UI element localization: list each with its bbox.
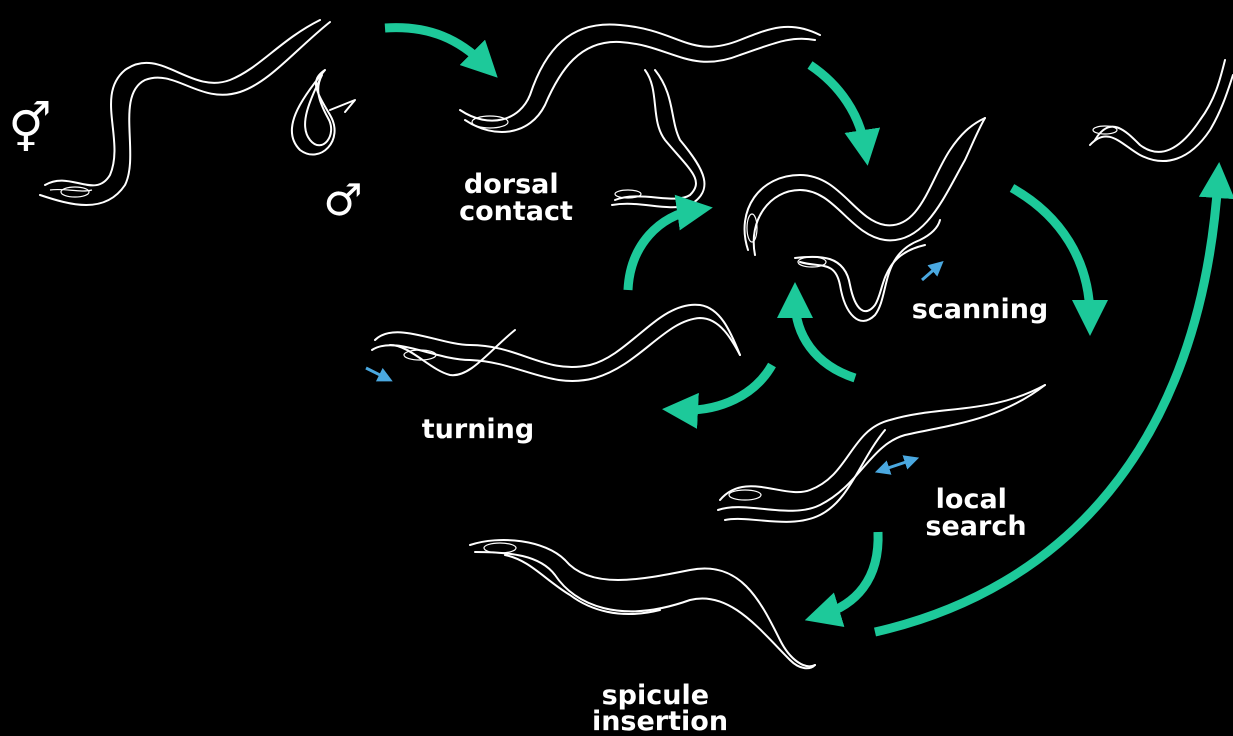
dorsal-contact-hermaphrodite-worm <box>460 24 820 132</box>
hermaphrodite-worm-1 <box>40 20 330 205</box>
label-local-search: local search <box>925 484 1026 542</box>
motion-arrow-scanning <box>922 266 938 280</box>
label-spicule-insertion: spicule insertion <box>592 680 728 736</box>
dorsal-contact-male-worm <box>612 70 704 207</box>
male-worm-1 <box>292 70 355 155</box>
spicule-insertion-worm <box>470 540 815 668</box>
copulation-complete-worm <box>1090 60 1233 161</box>
label-dorsal-contact: dorsal contact <box>459 169 573 227</box>
label-turning: turning <box>422 414 534 445</box>
label-scanning: scanning <box>912 294 1049 325</box>
flow-arrow-turning-to-scanning <box>628 210 695 290</box>
flow-arrow-spicule-to-complete <box>875 180 1218 632</box>
motion-arrow-turning <box>366 368 386 378</box>
flow-arrow-search-to-spicule <box>822 532 878 615</box>
flow-arrow-search-to-scanning <box>795 300 855 378</box>
flow-arrows <box>385 28 1218 632</box>
male-symbol: ♂ <box>323 175 362 226</box>
motion-arrow-local-search <box>882 460 912 470</box>
turning-hermaphrodite-worm <box>372 305 740 381</box>
flow-arrow-approach <box>385 28 485 65</box>
flow-arrow-scanning-to-turning <box>680 365 772 410</box>
hermaphrodite-symbol: ⚥ <box>8 101 51 157</box>
flow-arrow-contact-to-scanning <box>810 65 865 148</box>
